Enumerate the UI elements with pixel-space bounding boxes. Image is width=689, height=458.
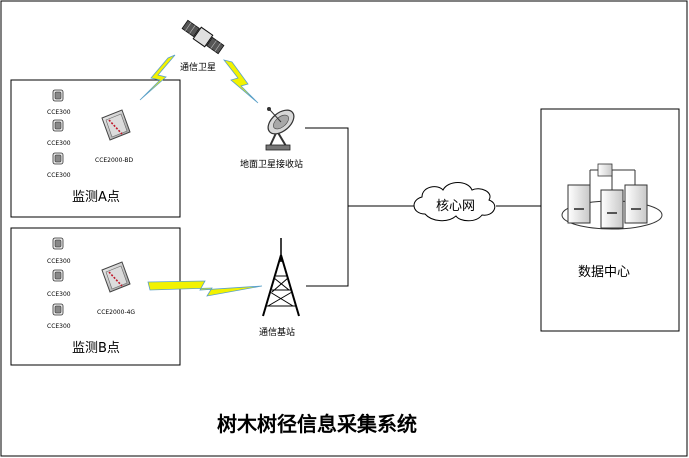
- server-icon: [597, 163, 613, 177]
- ground-station-label: 地面卫星接收站: [240, 158, 303, 170]
- satellite-icon: [181, 19, 225, 55]
- site-a-sensor-label: CCE300: [47, 109, 71, 116]
- sensor-icon: [52, 269, 64, 282]
- site-a-box: CCE300 CCE300 CCE300 CCE2000-BD 监测A点: [10, 79, 181, 218]
- site-a-sensor-label: CCE300: [47, 140, 71, 147]
- site-b-sensor-label: CCE300: [47, 258, 71, 265]
- sensor-icon: [52, 237, 64, 250]
- cloud-icon: [413, 182, 496, 222]
- site-a-sensor-label: CCE300: [47, 172, 71, 179]
- sensor-icon: [52, 89, 64, 102]
- server-icon: [624, 184, 648, 224]
- core-network-label: 核心网: [436, 199, 475, 214]
- sensor-icon: [52, 303, 64, 316]
- server-icon: [567, 184, 591, 224]
- diagram-title: 树木树径信息采集系统: [217, 412, 417, 436]
- sensor-icon: [52, 119, 64, 132]
- wireless-link-icon: [139, 54, 176, 101]
- sensor-icon: [52, 152, 64, 165]
- site-a-label: 监测A点: [72, 190, 120, 205]
- satellite-label: 通信卫星: [180, 61, 216, 73]
- wireless-link-icon: [147, 280, 263, 297]
- base-station-label: 通信基站: [259, 326, 295, 338]
- site-b-label: 监测B点: [72, 341, 120, 356]
- site-b-box: CCE300 CCE300 CCE300 CCE2000-4G 监测B点: [10, 227, 181, 366]
- site-b-gateway-label: CCE2000-4G: [97, 309, 135, 316]
- data-center-box: [540, 108, 680, 332]
- site-b-sensor-label: CCE300: [47, 323, 71, 330]
- wireless-link-icon: [222, 59, 259, 104]
- data-center-label: 数据中心: [578, 265, 630, 280]
- site-a-gateway-label: CCE2000-BD: [95, 157, 134, 164]
- cell-tower-icon: [262, 238, 300, 317]
- site-b-sensor-label: CCE300: [47, 291, 71, 298]
- server-icon: [600, 189, 624, 229]
- satellite-dish-icon: [265, 107, 295, 151]
